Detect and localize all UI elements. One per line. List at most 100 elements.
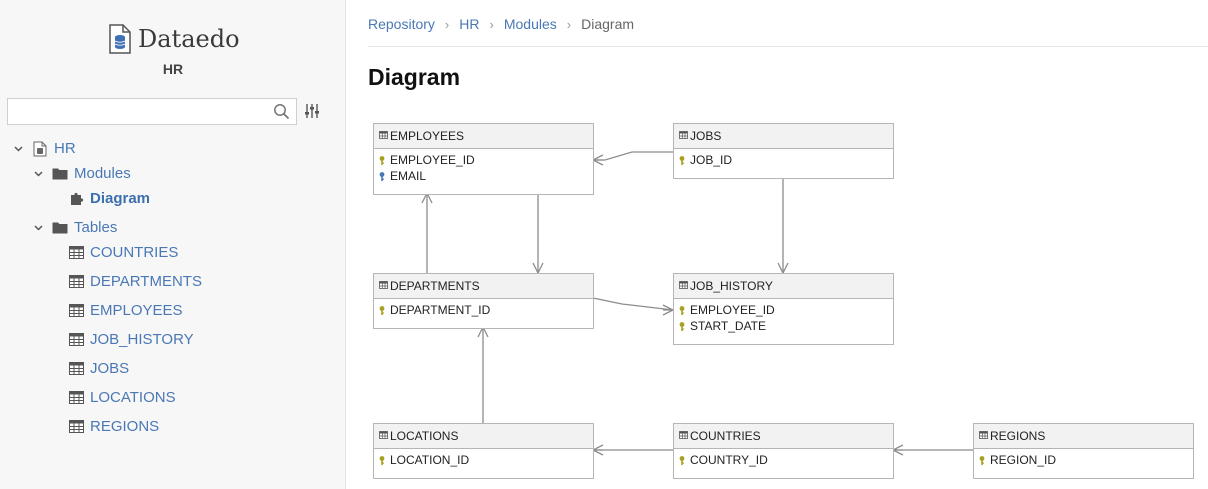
entity-column: COUNTRY_ID [690,453,768,467]
table-icon [68,390,84,406]
logo-text: Dataedo [138,25,240,53]
primary-key-icon [679,306,685,315]
tree-item-label: JOB_HISTORY [90,331,194,348]
entity-column: EMPLOYEE_ID [390,153,475,167]
entity-column: LOCATION_ID [390,453,469,467]
relationship-line [592,297,674,311]
search-box[interactable] [7,98,297,125]
primary-key-icon [979,456,985,465]
main-content: Repository › HR › Modules › Diagram Diag… [347,0,1208,489]
chevron-down-icon[interactable] [12,145,24,152]
relationship-line [593,151,673,161]
puzzle-icon [68,191,84,207]
crows-foot-icon [892,444,904,456]
breadcrumb-link-hr[interactable]: HR [459,16,480,32]
breadcrumb-link-modules[interactable]: Modules [503,16,557,32]
er-diagram: EMPLOYEES EMPLOYEE_ID EMAIL JOBS JOB_ID DEPAR… [373,123,1194,479]
crows-foot-icon [777,262,789,274]
table-icon [379,131,388,139]
primary-key-icon [379,456,385,465]
entity-title: JOBS [690,129,721,143]
entity-countries[interactable]: COUNTRIES COUNTRY_ID [673,423,894,479]
entity-departments[interactable]: DEPARTMENTS DEPARTMENT_ID [373,273,594,329]
chevron-down-icon[interactable] [32,224,44,231]
page-title: Diagram [368,64,461,90]
tree-item-jobs[interactable]: JOBS [68,360,129,377]
dataedo-logo-icon [109,24,131,54]
folder-icon [52,220,68,236]
entity-column: START_DATE [690,319,766,333]
entity-column: JOB_ID [690,153,732,167]
breadcrumb-chevron-icon: › [566,16,572,32]
search-input[interactable] [13,100,272,125]
table-icon [68,303,84,319]
tree-item-label: Modules [74,165,131,182]
entity-header [974,424,1193,448]
entity-title: EMPLOYEES [390,129,464,143]
breadcrumb-link-repository[interactable]: Repository [368,16,435,32]
tree-item-employees[interactable]: EMPLOYEES [68,302,183,319]
entity-regions[interactable]: REGIONS REGION_ID [973,423,1194,479]
relationship-lines [421,151,973,456]
table-icon [68,245,84,261]
primary-key-icon [679,456,685,465]
tree-item-label: COUNTRIES [90,244,179,261]
tree-item-label: REGIONS [90,418,160,435]
primary-key-icon [379,156,385,165]
table-icon [68,332,84,348]
primary-key-icon [679,322,685,331]
search-icon[interactable] [273,103,290,120]
entity-column: EMAIL [390,169,426,183]
logo[interactable]: Dataedo [108,24,240,54]
breadcrumb-chevron-icon: › [444,16,450,32]
tree-item-countries[interactable]: COUNTRIES [68,244,178,261]
crows-foot-icon [592,444,604,456]
tree-item-departments[interactable]: DEPARTMENTS [68,273,202,290]
entity-title: COUNTRIES [690,429,761,443]
tree-item-tables[interactable]: Tables [32,219,117,236]
entity-header [374,274,593,298]
table-icon [379,281,388,289]
entity-header [374,424,593,448]
tree-item-label: HR [54,140,76,157]
entity-header [674,424,893,448]
folder-icon [52,166,68,182]
entity-title: REGIONS [990,429,1045,443]
header-divider [368,46,1208,47]
table-icon [68,419,84,435]
unique-key-icon [379,172,385,181]
entity-column: DEPARTMENT_ID [390,303,491,317]
breadcrumb: Repository › HR › Modules › Diagram [368,16,634,32]
entity-header [674,274,893,298]
table-icon [679,431,688,439]
filter-settings-icon[interactable] [304,103,320,119]
primary-key-icon [679,156,685,165]
crows-foot-icon [532,262,544,274]
tree-item-locations[interactable]: LOCATIONS [68,389,176,406]
tree-item-diagram[interactable]: Diagram [68,190,150,207]
tree-item-label: JOBS [90,360,130,377]
entity-header [374,124,593,148]
primary-key-icon [379,306,385,315]
table-icon [679,281,688,289]
tree-item-label: Tables [74,219,118,236]
entity-title: DEPARTMENTS [390,279,480,293]
tree-item-regions[interactable]: REGIONS [68,418,159,435]
tree-item-job-history[interactable]: JOB_HISTORY [68,331,194,348]
chevron-down-icon[interactable] [32,170,44,177]
breadcrumb-current: Diagram [581,16,635,32]
entity-title: JOB_HISTORY [690,279,773,293]
repository-name: HR [162,61,184,77]
table-icon [68,274,84,290]
entity-jobs[interactable]: JOBS JOB_ID [673,123,894,179]
entity-header [674,124,893,148]
tree-item-modules[interactable]: Modules [32,165,131,182]
entity-column: REGION_ID [990,453,1056,467]
entity-employees[interactable]: EMPLOYEES EMPLOYEE_ID EMAIL [373,123,594,195]
table-icon [68,361,84,377]
breadcrumb-chevron-icon: › [489,16,494,32]
tree-item-hr[interactable]: HR [12,140,76,157]
